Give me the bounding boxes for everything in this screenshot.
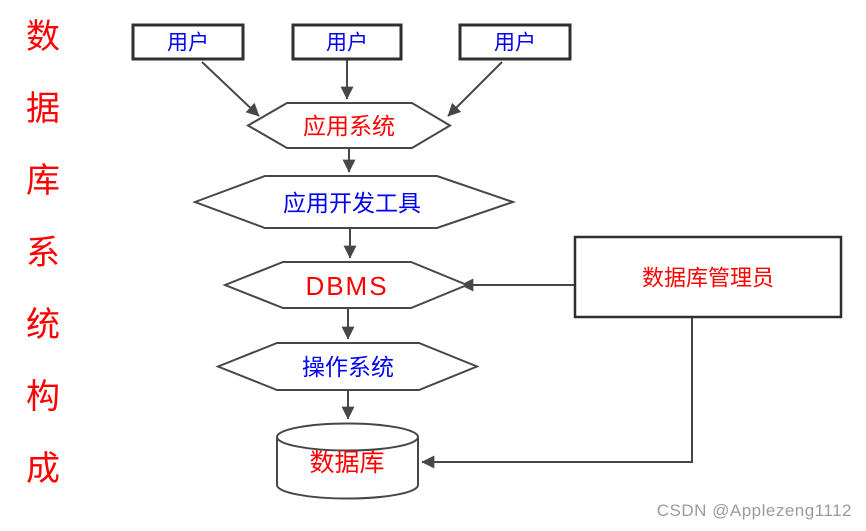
node-devtool-hexagon (192, 175, 517, 229)
page-title: 数 据 库 系 统 构 成 (24, 20, 62, 486)
edge-user3-appsystem (447, 61, 503, 117)
page-title-char: 成 (26, 450, 60, 488)
node-dbms-label: DBMS (305, 271, 388, 301)
watermark-text: CSDN @Applezeng1112 (656, 501, 852, 520)
diagram-edges (201, 60, 693, 469)
page-title-char: 数 (26, 18, 60, 56)
edge-dba-database (421, 318, 693, 469)
node-appsystem-label: 应用系统 (303, 113, 395, 139)
edge-user1-appsystem (201, 61, 260, 117)
page-title-char: 库 (26, 162, 60, 200)
node-os-hexagon (215, 342, 480, 391)
node-dbms-hexagon (222, 261, 470, 309)
node-user3-box (458, 23, 572, 61)
page-title-char: 统 (26, 306, 60, 344)
node-user3-label: 用户 (494, 32, 536, 55)
page-title-char: 系 (26, 234, 60, 272)
page-title-char: 据 (26, 90, 60, 128)
node-user1-label: 用户 (167, 32, 209, 55)
cylinder-top-ellipse (276, 422, 419, 452)
node-user2-box (291, 23, 403, 61)
node-appsystem-hexagon (245, 102, 452, 149)
page-title-char: 构 (26, 378, 60, 416)
node-dba-box (573, 235, 843, 319)
node-dba-label: 数据库管理员 (642, 266, 774, 291)
node-database-label: 数据库 (309, 449, 384, 477)
node-os-label: 操作系统 (302, 354, 394, 380)
node-database-cylinder (275, 422, 420, 500)
node-user2-label: 用户 (326, 32, 368, 55)
node-devtool-label: 应用开发工具 (283, 190, 421, 216)
node-user1-box (131, 23, 245, 61)
